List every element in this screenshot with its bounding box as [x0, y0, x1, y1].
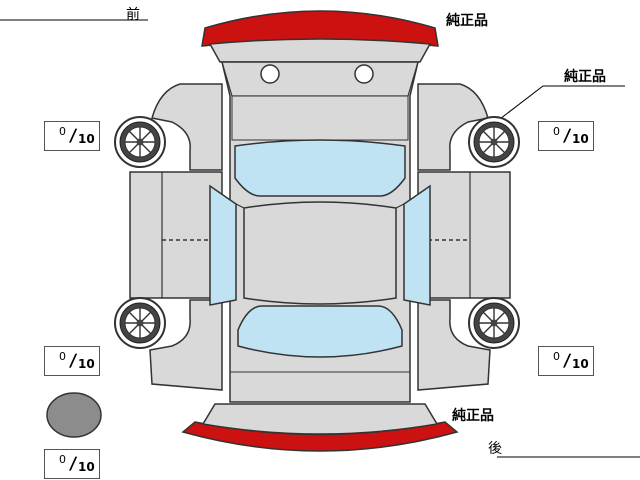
tread-box-right-front: 0 / 10	[538, 121, 594, 151]
right-headlight	[354, 64, 374, 84]
tread-box-spare: 0 / 10	[44, 449, 100, 479]
right-rear-tire	[468, 297, 520, 349]
genuine-right-leader-line	[495, 85, 625, 123]
rear-bumper-upper	[201, 403, 439, 435]
left-rear-tire	[114, 297, 166, 349]
windshield	[234, 139, 406, 197]
left-side-window	[209, 184, 237, 306]
rear-window	[237, 305, 403, 358]
right-front-tire	[468, 116, 520, 168]
right-rear-fender	[417, 299, 491, 391]
rear-label: 後	[488, 441, 502, 457]
right-side-window	[403, 184, 431, 306]
left-headlight	[260, 64, 280, 84]
right-doors	[417, 171, 511, 299]
tread-box-left-front: 0 / 10	[44, 121, 100, 151]
genuine-right-label: 純正品	[564, 69, 606, 85]
left-front-tire	[114, 116, 166, 168]
roof	[243, 201, 397, 305]
right-front-fender	[417, 83, 489, 171]
hood	[231, 95, 409, 141]
tread-box-left-rear: 0 / 10	[44, 346, 100, 376]
genuine-front-label: 純正品	[446, 13, 488, 29]
tread-box-right-rear: 0 / 10	[538, 346, 594, 376]
left-rear-fender	[149, 299, 223, 391]
front-bumper-lower	[208, 38, 432, 63]
left-front-fender	[151, 83, 223, 171]
genuine-rear-label: 純正品	[452, 408, 494, 424]
left-doors	[129, 171, 223, 299]
front-label: 前	[126, 7, 140, 23]
spare-tire-icon	[46, 392, 102, 438]
